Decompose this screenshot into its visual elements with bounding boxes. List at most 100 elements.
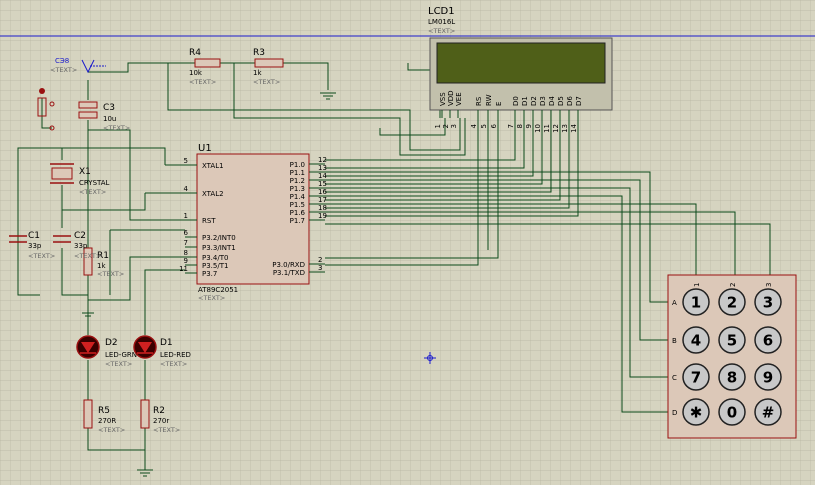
capacitor-c1[interactable]: C1 33p <TEXT>: [9, 231, 55, 260]
c3-ref: C3: [103, 103, 115, 113]
r1-value: 1k: [97, 262, 106, 270]
lcd-pin-number: 6: [490, 123, 498, 128]
r5-placeholder: <TEXT>: [98, 426, 125, 434]
led-d1[interactable]: D1 LED-RED <TEXT>: [133, 335, 191, 368]
lcd-pin-name: D4: [548, 96, 556, 106]
c1-placeholder: <TEXT>: [28, 252, 55, 260]
mcu-pin-name: XTAL1: [202, 162, 224, 170]
keypad-col-number: 2: [729, 283, 737, 287]
keypad-key[interactable]: 3: [754, 288, 782, 316]
mcu-pin-name: P1.1: [290, 169, 305, 177]
mcu-ref: U1: [198, 143, 212, 154]
d1-placeholder: <TEXT>: [160, 360, 187, 368]
mcu-pin-name: P1.4: [290, 193, 306, 201]
keypad-key-label: 3: [763, 294, 773, 312]
keypad-key[interactable]: 1: [682, 288, 710, 316]
mcu-chip[interactable]: U1 AT89C2051 <TEXT> 5XTAL14XTAL21RST6P3.…: [179, 143, 327, 302]
crystal-x1[interactable]: X1 CRYSTAL <TEXT>: [50, 163, 110, 196]
keypad-key[interactable]: ✱: [682, 398, 710, 426]
mcu-pin-name: P1.0: [290, 161, 305, 169]
keypad-key[interactable]: 7: [682, 363, 710, 391]
probe-label: CЭ8: [55, 57, 69, 65]
r3-placeholder: <TEXT>: [253, 78, 280, 86]
mcu-pin-name: P3.3/INT1: [202, 244, 236, 252]
keypad-key-label: 0: [727, 404, 737, 422]
c2-ref: C2: [74, 231, 86, 241]
lcd-pin-name: D3: [539, 96, 547, 106]
mcu-pin-number: 19: [318, 212, 327, 220]
lcd-pin-number: 11: [543, 124, 551, 133]
lcd-pin-name: E: [495, 102, 503, 106]
keypad-key[interactable]: 6: [754, 326, 782, 354]
mcu-pin-number: 15: [318, 180, 327, 188]
ground-symbols: [82, 92, 336, 477]
mcu-pin-name: P3.4/T0: [202, 254, 228, 262]
keypad-key[interactable]: 8: [718, 363, 746, 391]
keypad-key[interactable]: 9: [754, 363, 782, 391]
r5-value: 270R: [98, 417, 116, 425]
d2-placeholder: <TEXT>: [105, 360, 132, 368]
mcu-pin-number: 2: [318, 256, 322, 264]
wires: [17, 62, 771, 470]
mcu-pin-name: P1.3: [290, 185, 305, 193]
led-d2[interactable]: D2 LED-GRN <TEXT>: [76, 335, 137, 368]
c3-value: 10u: [103, 115, 116, 123]
r4-placeholder: <TEXT>: [189, 78, 216, 86]
lcd-pin-name: D1: [521, 96, 529, 106]
lcd-pin-name: RS: [475, 96, 483, 106]
keypad-key-label: 2: [727, 294, 737, 312]
r4-value: 10k: [189, 69, 203, 77]
keypad-key-label: 8: [727, 369, 737, 387]
keypad-key-label: ✱: [690, 404, 703, 422]
resistor-r5[interactable]: R5 270R <TEXT>: [83, 399, 125, 434]
keypad-key[interactable]: 4: [682, 326, 710, 354]
mcu-pin-number: 7: [184, 239, 188, 247]
resistor-r3[interactable]: R3 1k <TEXT>: [253, 48, 284, 86]
mcu-pin-name: P3.5/T1: [202, 262, 228, 270]
lcd-pin-number: 7: [507, 124, 515, 128]
keypad-row-letter: A: [672, 299, 677, 307]
lcd-model: LM016L: [428, 18, 455, 26]
resistor-r4[interactable]: R4 10k <TEXT>: [189, 48, 221, 86]
mcu-pin-name: P3.2/INT0: [202, 234, 236, 242]
keypad-key-label: 7: [691, 369, 701, 387]
voltage-probe[interactable]: CЭ8 <TEXT>: [37, 57, 106, 131]
x1-ref: X1: [79, 167, 91, 177]
r1-placeholder: <TEXT>: [97, 270, 124, 278]
lcd-pins: VSS1VDD2VEE3RS4RW5E6D07D18D29D310D411D51…: [434, 90, 583, 133]
resistor-r2[interactable]: R2 270r <TEXT>: [140, 399, 180, 434]
mcu-pin-number: 3: [318, 264, 322, 272]
keypad-key[interactable]: #: [754, 398, 782, 426]
mcu-left-pins: 5XTAL14XTAL21RST6P3.2/INT07P3.3/INT18P3.…: [179, 157, 236, 278]
r4-ref: R4: [189, 48, 201, 58]
mcu-pin-name: P1.6: [290, 209, 306, 217]
capacitor-c2[interactable]: C2 33p <TEXT>: [53, 231, 101, 260]
mcu-pin-number: 4: [184, 185, 189, 193]
mcu-model: AT89C2051: [198, 286, 238, 294]
mcu-pin-number: 14: [318, 172, 327, 180]
capacitor-c3[interactable]: C3 10u <TEXT>: [78, 101, 130, 132]
keypad-key[interactable]: 5: [718, 326, 746, 354]
mcu-pin-name: P1.5: [290, 201, 305, 209]
keypad-key[interactable]: 0: [718, 398, 746, 426]
mcu-pin-name: P3.1/TXD: [273, 269, 305, 277]
keypad-key[interactable]: 2: [718, 288, 746, 316]
mcu-pin-name: P1.7: [290, 217, 305, 225]
resistor-r1[interactable]: R1 1k <TEXT>: [83, 247, 124, 278]
d2-ref: D2: [105, 338, 118, 348]
keypad-row-letter: D: [672, 409, 677, 417]
lcd-pin-name: D0: [512, 96, 520, 106]
mcu-pin-number: 6: [184, 229, 189, 237]
mcu-pin-name: P3.7: [202, 270, 217, 278]
lcd-module[interactable]: LCD1 LM016L <TEXT> VSS1VDD2VEE3RS4RW5E6D…: [428, 6, 613, 133]
cursor-crosshair: [424, 352, 436, 364]
keypad-key-label: 6: [763, 332, 773, 350]
mcu-pin-number: 13: [318, 164, 327, 172]
keypad-col-number: 3: [765, 283, 773, 287]
d2-value: LED-GRN: [105, 351, 137, 359]
r2-placeholder: <TEXT>: [153, 426, 180, 434]
lcd-pin-name: RW: [485, 94, 493, 106]
